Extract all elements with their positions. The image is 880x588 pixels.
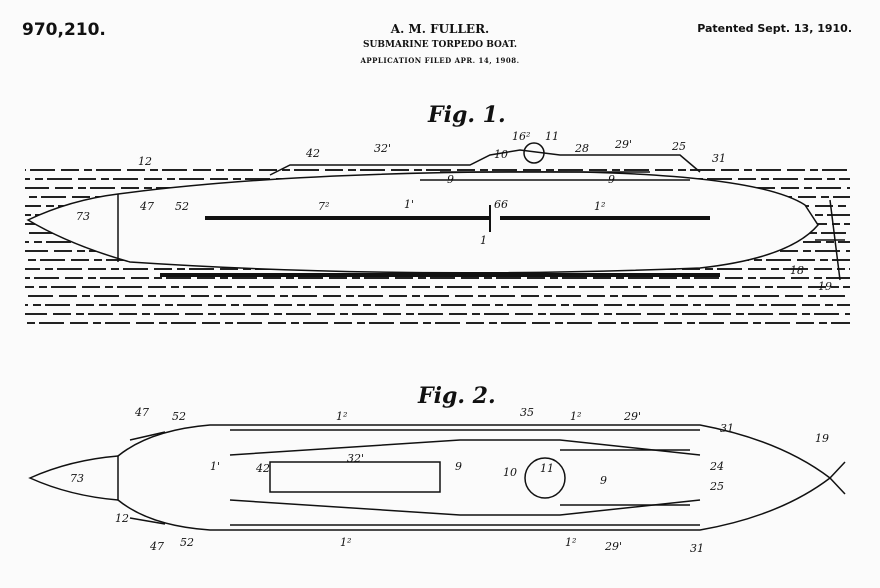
nose-cone-top <box>28 455 119 501</box>
dome <box>523 142 545 164</box>
internal-structure <box>269 449 690 506</box>
superstructure <box>420 171 690 181</box>
label: 1² <box>565 536 576 549</box>
label: 1² <box>570 410 581 423</box>
label: 9 <box>447 173 454 186</box>
label: 31 <box>720 422 734 435</box>
conning-tower <box>269 149 701 176</box>
label: 52 <box>172 410 186 423</box>
figure-1: Fig. 1. 12 42 32' 10 16² 11 28 29' 25 31… <box>25 102 850 324</box>
label: 52 <box>175 200 189 213</box>
propeller <box>815 199 845 281</box>
label: 32' <box>347 452 364 465</box>
label: 31 <box>712 152 726 165</box>
label: 32' <box>374 142 391 155</box>
fig2-labels: 47 52 1² 35 1² 29' 31 19 73 1' 42 32' 9 … <box>70 406 829 555</box>
label: 12 <box>138 155 152 168</box>
label: 24 <box>709 460 724 473</box>
fins <box>129 431 166 525</box>
label: 11 <box>540 462 554 475</box>
figure-2: Fig. 2. 47 52 1² 35 1² 29' 31 19 73 1' 4… <box>28 383 846 555</box>
patented-date: Patented Sept. 13, 1910. <box>697 22 852 35</box>
label: 73 <box>76 210 90 223</box>
label: 11 <box>545 130 559 143</box>
label: 1² <box>336 410 347 423</box>
label: 16² <box>512 130 530 143</box>
label: 1 <box>480 234 487 247</box>
figure-2-caption: Fig. 2. <box>417 383 496 409</box>
label: 52 <box>180 536 194 549</box>
figure-1-caption: Fig. 1. <box>427 102 506 128</box>
label: 25 <box>709 480 724 493</box>
label: 1' <box>404 198 414 211</box>
fig1-labels: 12 42 32' 10 16² 11 28 29' 25 31 9 9 73 … <box>76 130 832 293</box>
label: 1² <box>340 536 351 549</box>
patent-title: SUBMARINE TORPEDO BOAT. <box>362 40 517 50</box>
propeller-top <box>829 461 846 495</box>
label: 73 <box>70 472 84 485</box>
inventor-name: A. M. FULLER. <box>390 22 490 36</box>
label: 12 <box>115 512 129 525</box>
label: 9 <box>455 460 462 473</box>
label: 42 <box>305 147 320 160</box>
submarine-hull-side <box>26 171 819 274</box>
dome-top <box>524 457 566 499</box>
label: 29' <box>623 410 641 423</box>
patent-number: 970,210. <box>22 20 106 40</box>
label: 28 <box>574 142 589 155</box>
label: 7² <box>318 200 329 213</box>
label: 25 <box>671 140 686 153</box>
label: 19 <box>818 280 832 293</box>
label: 9 <box>600 474 607 487</box>
label: 35 <box>520 406 534 419</box>
label: 47 <box>139 200 154 213</box>
label: 47 <box>134 406 149 419</box>
hull-stripes <box>160 216 720 277</box>
label: 1² <box>594 200 605 213</box>
label: 47 <box>149 540 164 553</box>
label: 29' <box>614 138 632 151</box>
label: 9 <box>608 173 615 186</box>
label: 10 <box>503 466 517 479</box>
application-date: APPLICATION FILED APR. 14, 1908. <box>360 56 520 65</box>
label: 29' <box>604 540 622 553</box>
label: 31 <box>690 542 704 555</box>
label: 66 <box>494 198 508 211</box>
label: 19 <box>815 432 829 445</box>
label: 10 <box>494 148 508 161</box>
label: 18 <box>790 264 804 277</box>
label: 1' <box>210 460 220 473</box>
label: 42 <box>255 462 270 475</box>
deck-lines <box>229 429 701 526</box>
